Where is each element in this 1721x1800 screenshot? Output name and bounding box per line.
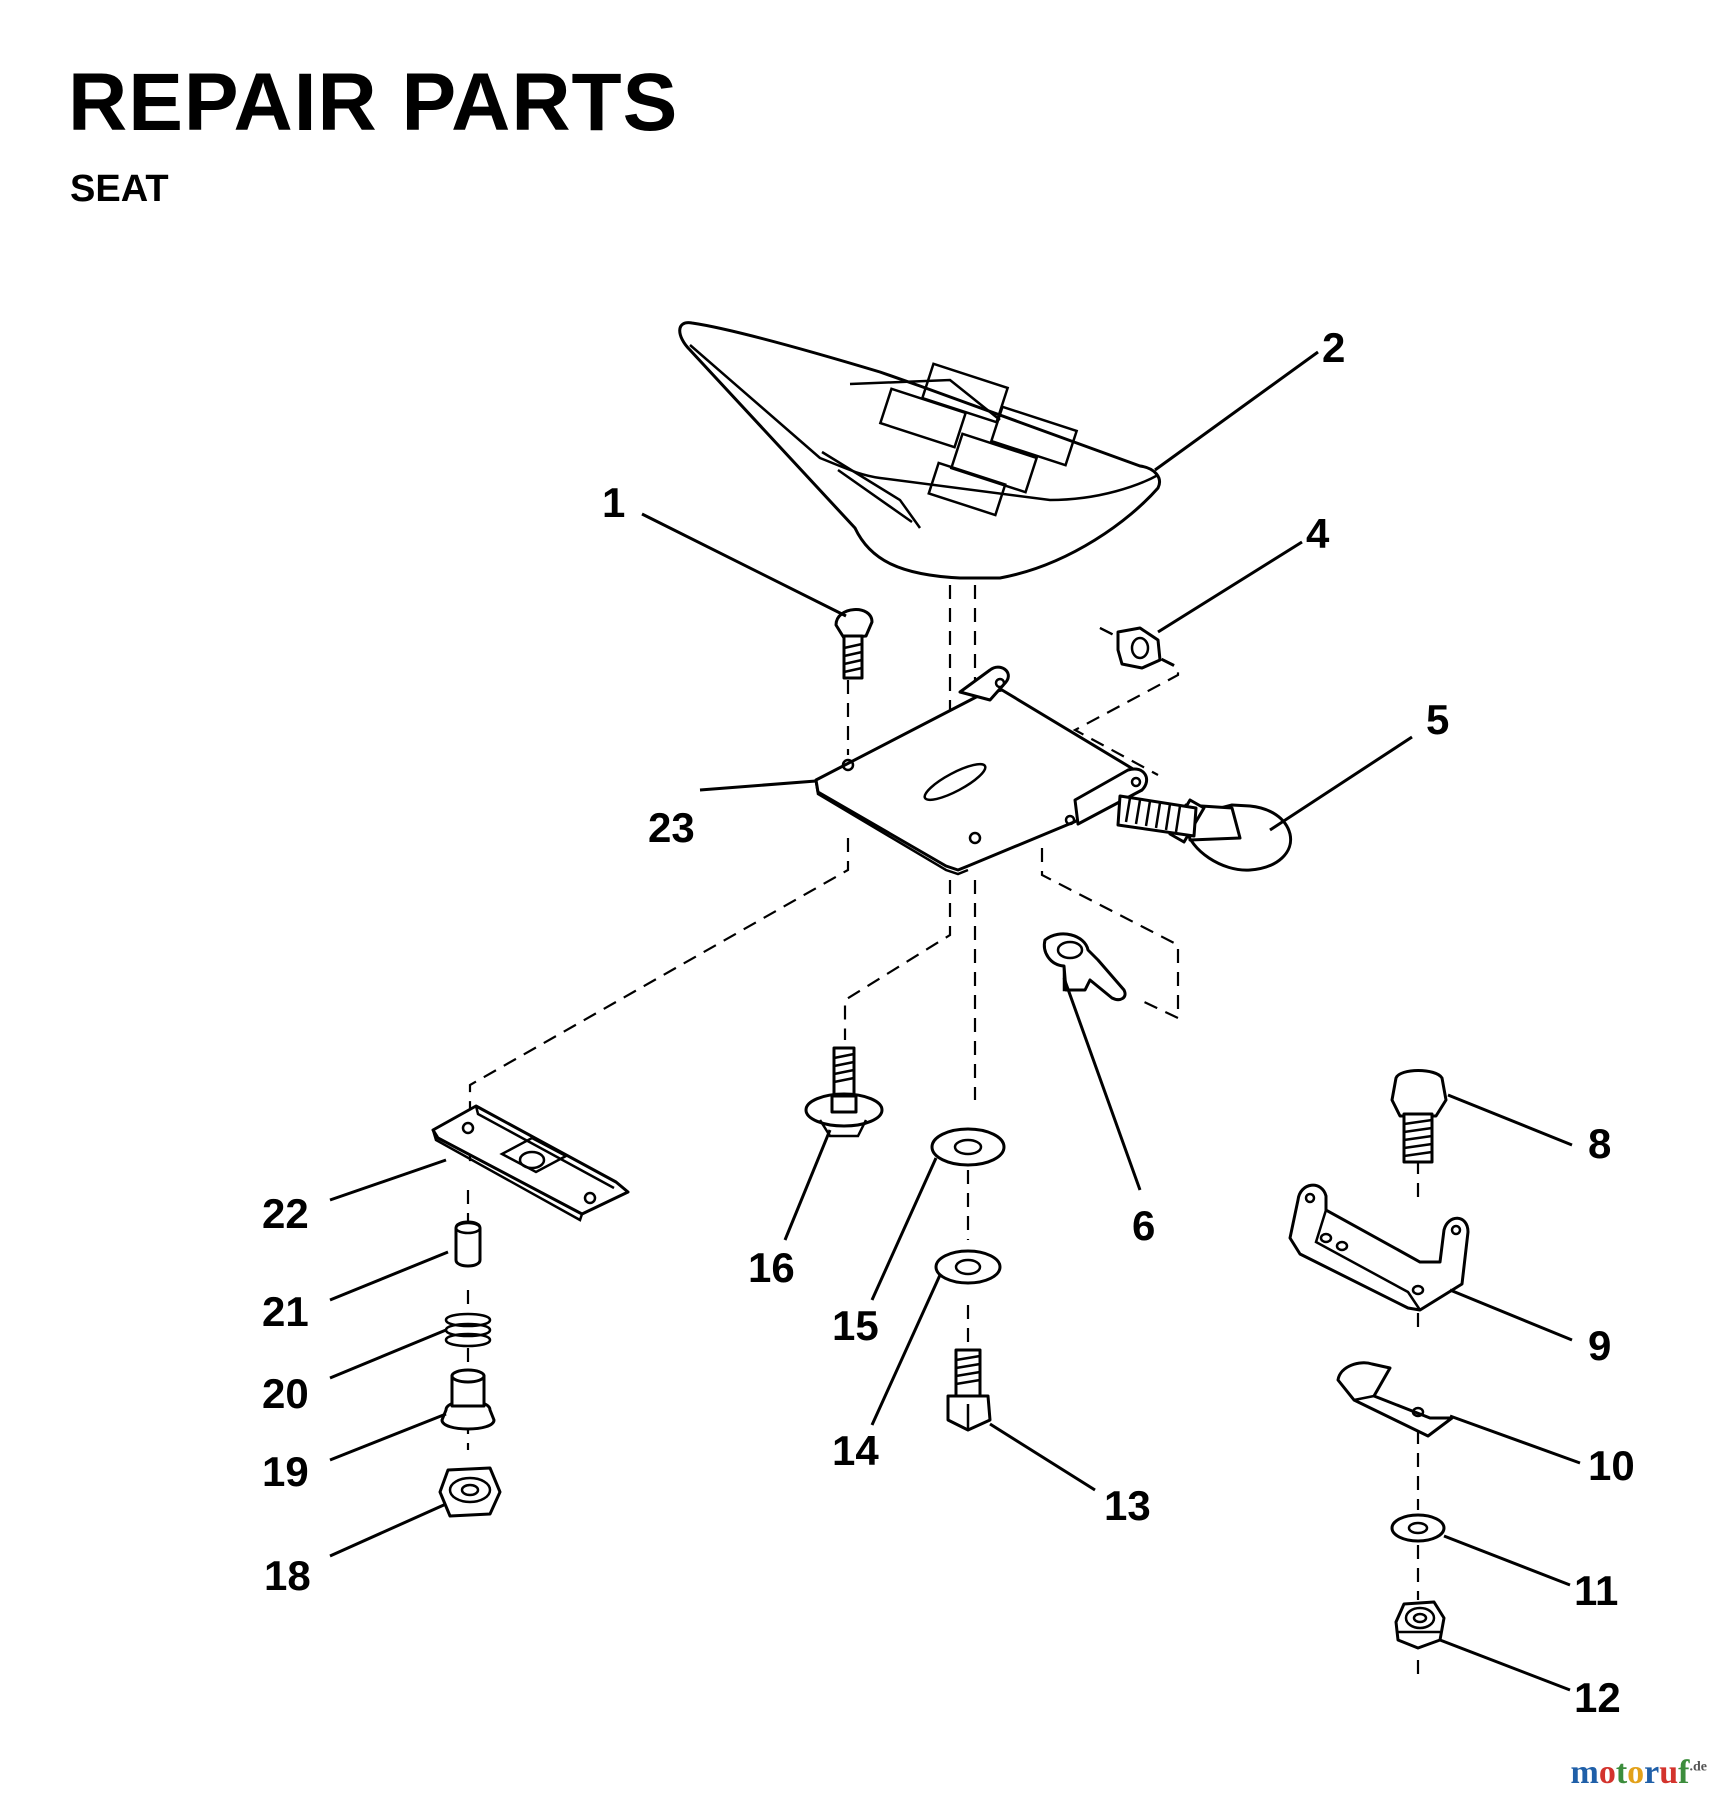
callout-23: 23 (648, 804, 695, 851)
part-slide-plate (431, 1104, 630, 1222)
callout-6: 6 (1132, 1202, 1155, 1249)
part-knob-19 (440, 1368, 496, 1431)
part-hex-bolt-13 (946, 1348, 992, 1432)
callout-1: 1 (602, 479, 625, 526)
callout-11: 11 (1574, 1567, 1618, 1614)
leader-lines (329, 350, 1581, 1692)
part-spring (444, 1312, 492, 1348)
part-hex-nut-4 (1116, 626, 1162, 670)
part-seat (678, 321, 1161, 580)
part-flange-nut-18 (438, 1466, 502, 1518)
callout-15: 15 (832, 1302, 879, 1349)
section-subtitle: SEAT (70, 168, 169, 210)
callout-13: 13 (1104, 1482, 1151, 1529)
page-title: REPAIR PARTS (68, 57, 679, 148)
callout-10: 10 (1588, 1442, 1635, 1489)
part-washer-11 (1390, 1513, 1446, 1543)
callout-19: 19 (262, 1448, 309, 1495)
callout-22: 22 (262, 1190, 309, 1237)
callout-9: 9 (1588, 1322, 1611, 1369)
callout-18: 18 (264, 1552, 311, 1599)
part-bracket-9 (1288, 1183, 1470, 1312)
callout-14: 14 (832, 1427, 879, 1474)
part-seat-bracket (814, 665, 1148, 876)
callout-numbers: 1 2 4 5 6 8 9 10 11 12 13 14 15 16 18 19… (262, 324, 1635, 1721)
callout-8: 8 (1588, 1120, 1611, 1167)
part-hex-bolt-5 (1116, 794, 1293, 872)
callout-16: 16 (748, 1244, 795, 1291)
callout-21: 21 (262, 1288, 309, 1335)
part-pin (454, 1220, 482, 1268)
part-washer-15 (930, 1127, 1006, 1167)
part-shoulder-bolt-16 (804, 1046, 884, 1138)
part-lock-nut-12 (1394, 1600, 1446, 1650)
watermark-logo: motoruf.de (1570, 1754, 1708, 1791)
part-plate-10 (1336, 1361, 1454, 1438)
callout-5: 5 (1426, 696, 1449, 743)
part-carriage-bolt (834, 608, 874, 680)
part-spring-clip (1042, 932, 1127, 1002)
callout-2: 2 (1322, 324, 1345, 371)
part-hex-bolt-8 (1390, 1069, 1448, 1164)
callout-12: 12 (1574, 1674, 1621, 1721)
callout-20: 20 (262, 1370, 309, 1417)
part-lock-washer-14 (934, 1249, 1002, 1285)
callout-4: 4 (1306, 510, 1330, 557)
